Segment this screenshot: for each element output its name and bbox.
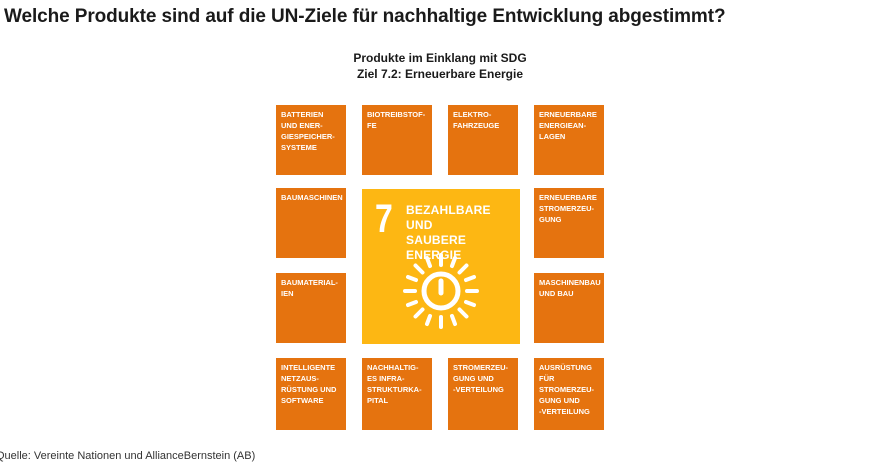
- headline: Welche Produkte sind auf die UN-Ziele fü…: [4, 6, 726, 27]
- tile-sustainable-infrastructure: NACHHALTIG- ES INFRA- STRUKTURKA- PITAL: [362, 358, 432, 430]
- tile-batteries: BATTERIEN UND ENER- GIESPEICHER- SYSTEME: [276, 105, 346, 175]
- tile-construction-machines: BAUMASCHINEN: [276, 188, 346, 258]
- tile-renewable-plants: ERNEUERBARE ENERGIEAN- LAGEN: [534, 105, 604, 175]
- subtitle-line-2: Ziel 7.2: Erneuerbare Energie: [356, 67, 524, 81]
- sdg-goal-7-tile: 7 BEZAHLBARE UND SAUBERE ENERGIE: [362, 189, 520, 344]
- tile-electric-vehicles: ELEKTRO- FAHRZEUGE: [448, 105, 518, 175]
- tile-power-distribution: STROMERZEU- GUNG UND -VERTEILUNG: [448, 358, 518, 430]
- tile-renewable-generation: ERNEUERBARE STROMERZEU- GUNG: [534, 188, 604, 258]
- power-sun-icon: [403, 253, 479, 329]
- tile-power-equipment: AUSRÜSTUNG FÜR STROMERZEU- GUNG UND -VER…: [534, 358, 604, 430]
- tile-biofuels: BIOTREIBSTOF- FE: [362, 105, 432, 175]
- tile-mechanical-engineering: MASCHINENBAU UND BAU: [534, 273, 604, 343]
- goal-title: BEZAHLBARE UND SAUBERE ENERGIE: [406, 203, 491, 262]
- subtitle-line-1: Produkte im Einklang mit SDG: [353, 51, 527, 65]
- tile-building-materials: BAUMATERIAL- IEN: [276, 273, 346, 343]
- source-note: Quelle: Vereinte Nationen und AllianceBe…: [0, 450, 256, 462]
- goal-number: 7: [375, 197, 393, 241]
- tile-smart-grid: INTELLIGENTE NETZAUS- RÜSTUNG UND SOFTWA…: [276, 358, 346, 430]
